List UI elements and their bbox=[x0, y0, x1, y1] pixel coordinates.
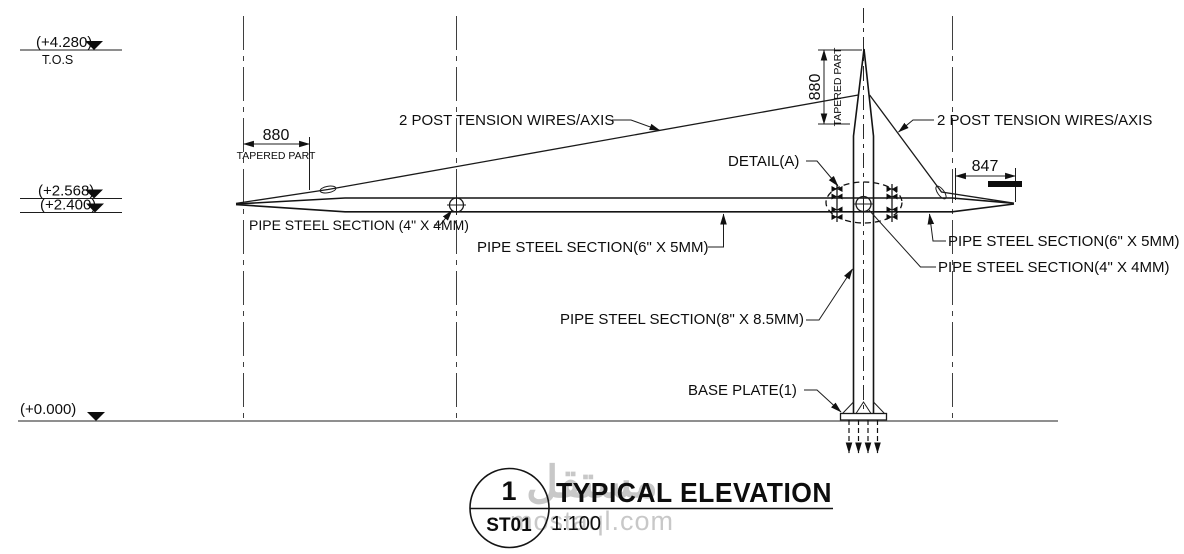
drawing-scale: 1:100 bbox=[551, 513, 601, 535]
mid-connector-symbol-icon bbox=[447, 195, 466, 215]
dim-value: 847 bbox=[972, 158, 999, 175]
elevation-triangle-icon bbox=[87, 412, 105, 421]
elevation-note: T.O.S bbox=[42, 53, 73, 67]
base-plate-icon bbox=[839, 412, 888, 421]
detail-bubble-icon bbox=[825, 181, 903, 224]
grid-lines bbox=[243, 8, 953, 421]
elevation-marker-0000: (+0.000) bbox=[20, 401, 105, 421]
label-post-tension-left: 2 POST TENSION WIRES/AXIS bbox=[399, 112, 614, 129]
detail-number: 1 bbox=[501, 476, 516, 506]
solid-bar-icon bbox=[988, 181, 1022, 187]
dim-value: 880 bbox=[807, 74, 824, 101]
leader-detail-a bbox=[806, 160, 839, 187]
leader-lines bbox=[434, 119, 946, 413]
elevation-value: (+2.568) bbox=[38, 183, 94, 200]
elevation-triangle-icon bbox=[85, 189, 103, 199]
dim-label: TAPERED PART bbox=[832, 47, 844, 126]
pipe-bottom-edge bbox=[235, 203, 1015, 213]
elevation-value: (+4.280) bbox=[36, 34, 92, 51]
mast-left-edge bbox=[852, 48, 865, 414]
stiffener-right bbox=[873, 401, 885, 414]
detail-a-connection bbox=[825, 181, 903, 224]
elevation-triangle-icon bbox=[85, 41, 103, 50]
wire-connector-icon-left bbox=[319, 185, 337, 194]
tension-wire-right bbox=[869, 94, 1015, 204]
title-block: 1 ST01 1:100 TYPICAL ELEVATION bbox=[469, 467, 833, 549]
leader-pipe-6x5-center bbox=[708, 213, 727, 248]
leader-wires-right bbox=[898, 119, 934, 133]
mast-right-edge bbox=[863, 48, 875, 414]
dim-880-mast: 880 TAPERED PART bbox=[807, 47, 862, 126]
label-detail-a: DETAIL(A) bbox=[728, 153, 799, 170]
post-tension-wires bbox=[235, 94, 1015, 205]
pin-symbol-icon bbox=[853, 194, 874, 214]
leader-pipe-4x4-right bbox=[868, 209, 936, 268]
tension-wire-left bbox=[235, 94, 859, 205]
bolt-group-icon-left bbox=[831, 184, 843, 222]
base-plate-assembly bbox=[839, 401, 888, 454]
label-post-tension-right: 2 POST TENSION WIRES/AXIS bbox=[937, 112, 1152, 129]
label-pipe-4x4-left: PIPE STEEL SECTION (4" X 4MM) bbox=[249, 217, 469, 233]
leader-pipe-6x5-right bbox=[927, 213, 946, 242]
dim-880-left: 880 TAPERED PART bbox=[237, 127, 316, 190]
leader-base-plate bbox=[804, 389, 842, 413]
sheet-ref: ST01 bbox=[486, 515, 532, 536]
stiffener-center bbox=[855, 401, 872, 414]
leader-pipe-8x85 bbox=[806, 268, 853, 321]
elevation-marker-tos: (+4.280) T.O.S bbox=[20, 34, 122, 67]
label-pipe-6x5-right: PIPE STEEL SECTION(6" X 5MM) bbox=[948, 233, 1179, 250]
annotation-labels: 2 POST TENSION WIRES/AXIS 2 POST TENSION… bbox=[249, 112, 1179, 399]
dim-label: TAPERED PART bbox=[237, 150, 316, 162]
drawing-title: TYPICAL ELEVATION bbox=[556, 477, 832, 508]
pipe-top-edge bbox=[235, 197, 1015, 205]
elevation-marker-2568: (+2.568) bbox=[20, 183, 122, 200]
mast-pole bbox=[852, 48, 875, 414]
anchor-bolts bbox=[845, 420, 881, 454]
elevation-triangle-icon bbox=[86, 203, 104, 213]
label-pipe-8x85: PIPE STEEL SECTION(8" X 8.5MM) bbox=[560, 311, 804, 328]
stiffener-left bbox=[842, 401, 854, 414]
watermark-url: mostaql.com bbox=[509, 506, 675, 537]
top-chord-pipe bbox=[235, 197, 1015, 213]
label-pipe-4x4-right: PIPE STEEL SECTION(4" X 4MM) bbox=[938, 259, 1169, 276]
leader-wires-left bbox=[612, 119, 661, 131]
dim-847-right: 847 bbox=[954, 158, 1022, 202]
elevation-marker-2400: (+2.400) bbox=[20, 197, 122, 214]
label-pipe-6x5-center: PIPE STEEL SECTION(6" X 5MM) bbox=[477, 239, 708, 256]
label-base-plate: BASE PLATE(1) bbox=[688, 382, 797, 399]
elevation-value: (+0.000) bbox=[20, 401, 76, 418]
wire-connector-icon-right bbox=[935, 185, 947, 200]
leader-pipe-4x4-left bbox=[434, 210, 453, 226]
dim-value: 880 bbox=[263, 127, 290, 144]
elevation-value: (+2.400) bbox=[40, 197, 96, 214]
bolt-group-icon-right bbox=[886, 184, 898, 222]
